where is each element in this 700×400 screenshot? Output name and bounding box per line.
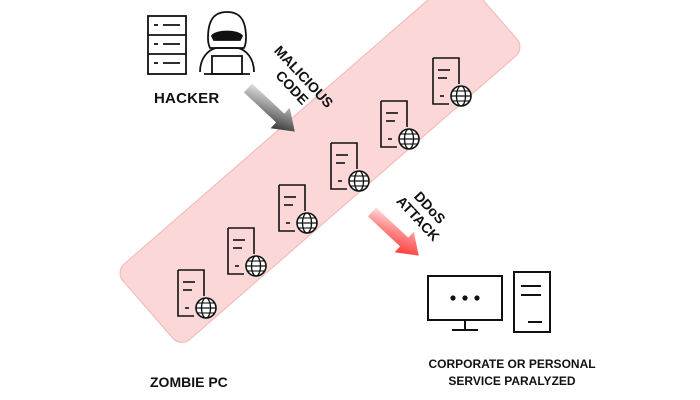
zombie-band xyxy=(119,0,521,343)
hacker-icon xyxy=(199,11,255,75)
hacker-label: HACKER xyxy=(154,90,220,107)
malicious-code-arrow xyxy=(243,83,295,132)
target-label-line-2: SERVICE PARALYZED xyxy=(448,374,576,388)
monitor-icon xyxy=(427,275,503,331)
pc-tower-icon xyxy=(513,271,551,333)
target-label: CORPORATE OR PERSONAL SERVICE PARALYZED xyxy=(412,356,612,390)
target-label-line-1: CORPORATE OR PERSONAL xyxy=(428,357,596,371)
zombie-pc-label: ZOMBIE PC xyxy=(150,374,228,390)
ddos-attack-arrow xyxy=(367,207,419,256)
server-rack-icon xyxy=(147,15,187,75)
